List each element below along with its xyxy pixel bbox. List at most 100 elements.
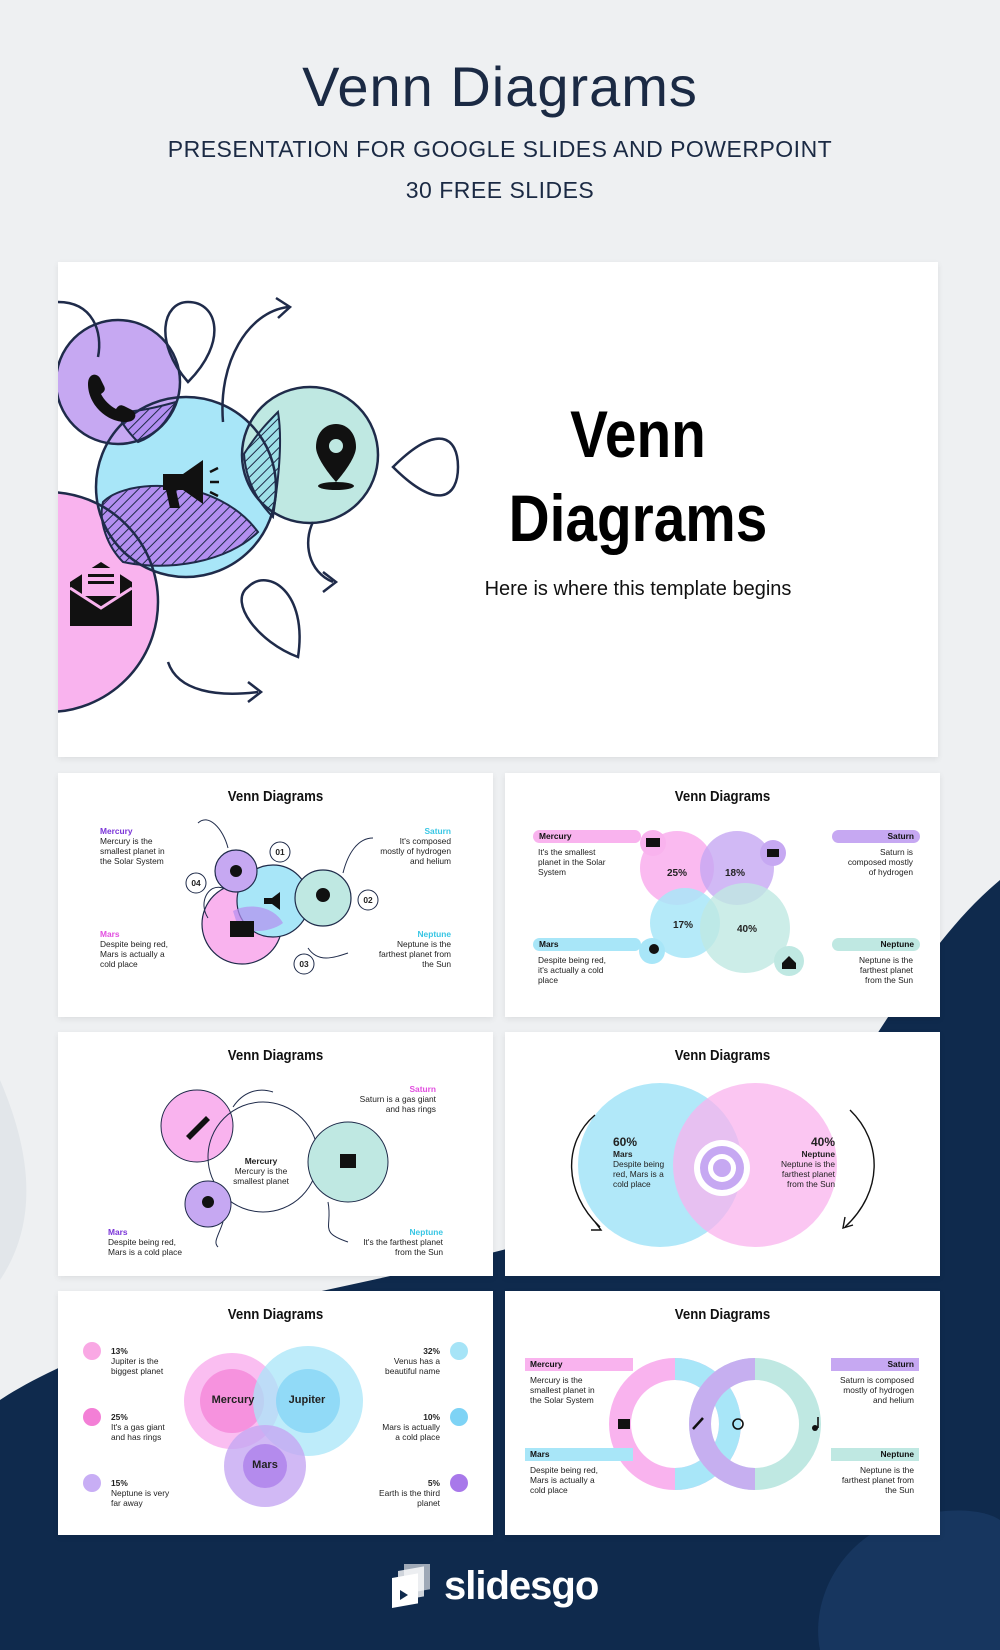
neptune-label: Neptune bbox=[831, 1448, 919, 1461]
cover-slide[interactable]: Venn Diagrams Here is where this templat… bbox=[58, 262, 938, 757]
text-line: the Sun bbox=[885, 1485, 914, 1495]
text-line: Saturn is composed bbox=[839, 1375, 914, 1385]
slide-title: Venn Diagrams bbox=[227, 788, 324, 805]
mars-text-line: cold place bbox=[100, 959, 138, 969]
number-label: 04 bbox=[191, 878, 201, 888]
saturn-block: Saturn Saturn is a gas giant and has rin… bbox=[318, 1084, 436, 1114]
stat-left-1: 13% Jupiter is the biggest planet bbox=[111, 1346, 191, 1376]
saturn-text-line: It's composed bbox=[399, 836, 451, 846]
circle-label-jupiter: Jupiter bbox=[288, 1394, 326, 1406]
saturn-label: Saturn bbox=[831, 1358, 919, 1371]
text-line: and helium bbox=[873, 1395, 914, 1405]
neptune-block: Neptune Neptune is the farthest planet f… bbox=[356, 929, 451, 969]
text-line: biggest planet bbox=[111, 1366, 164, 1376]
neptune-text-line: the Sun bbox=[422, 959, 451, 969]
text-line: Earth is the third bbox=[379, 1488, 440, 1498]
mercury-text: It's the smallest planet in the Solar Sy… bbox=[538, 847, 628, 877]
text-line: Neptune is the bbox=[780, 1159, 835, 1169]
stat-right-2: 10% Mars is actually a cold place bbox=[358, 1412, 440, 1442]
saturn-text: Saturn is composed mostly of hydrogen an… bbox=[810, 1375, 914, 1405]
number-label: 03 bbox=[299, 959, 309, 969]
text-line: Saturn is a gas giant bbox=[359, 1094, 436, 1104]
text-line: the Solar System bbox=[530, 1395, 594, 1405]
neptune-label: Neptune bbox=[417, 929, 452, 939]
location-pin-icon bbox=[316, 424, 356, 490]
page-title: Venn Diagrams bbox=[302, 55, 698, 118]
slide-title: Venn Diagrams bbox=[227, 1306, 324, 1323]
venn-illustration bbox=[639, 830, 804, 976]
text-line: Venus has a bbox=[393, 1356, 440, 1366]
text-line: cold place bbox=[530, 1485, 568, 1495]
text-line: Mars is actually a bbox=[530, 1475, 595, 1485]
cover-title-line1: Venn bbox=[570, 397, 706, 471]
cover-venn-illustration bbox=[58, 296, 460, 713]
atom-icon bbox=[732, 1418, 744, 1430]
number-label: 01 bbox=[275, 847, 285, 857]
text-line: mostly of hydrogen bbox=[843, 1385, 914, 1395]
saturn-text-line: and helium bbox=[410, 856, 451, 866]
text-line: Saturn is bbox=[879, 847, 913, 857]
pencil-icon bbox=[692, 1417, 704, 1430]
venn-illustration bbox=[185, 819, 379, 975]
saturn-label: Saturn bbox=[424, 826, 451, 836]
slide-thumbnail-1[interactable]: Venn Diagrams Mercury Mercury is the sma… bbox=[58, 773, 493, 1017]
mars-percent: 60% bbox=[613, 1135, 638, 1149]
saturn-label: Saturn bbox=[409, 1084, 436, 1094]
music-note-icon bbox=[812, 1417, 819, 1431]
text-line: beautiful name bbox=[385, 1366, 440, 1376]
slide-title: Venn Diagrams bbox=[674, 1047, 771, 1064]
slide-title: Venn Diagrams bbox=[674, 1306, 771, 1323]
text-line: of hydrogen bbox=[868, 867, 913, 877]
text-line: Despite being red, bbox=[538, 955, 606, 965]
text-line: Neptune is the bbox=[859, 1465, 914, 1475]
neptune-block: Neptune It's the farthest planet from th… bbox=[328, 1227, 443, 1257]
mars-block: Mars Despite being red, Mars is a cold p… bbox=[108, 1227, 208, 1257]
text-line: far away bbox=[111, 1498, 143, 1508]
stat-right-1: 32% Venus has a beautiful name bbox=[358, 1346, 440, 1376]
neptune-block: 40% Neptune Neptune is the farthest plan… bbox=[755, 1135, 835, 1189]
mercury-block: Mercury Mercury is the smallest planet bbox=[221, 1156, 301, 1186]
number-label: 02 bbox=[363, 895, 373, 905]
saturn-text-line: mostly of hydrogen bbox=[380, 846, 451, 856]
slide-thumbnail-3[interactable]: Venn Diagrams Saturn Saturn is a gas gia… bbox=[58, 1032, 493, 1276]
mars-label: Mars bbox=[100, 929, 120, 939]
cover-title-line2: Diagrams bbox=[508, 481, 768, 555]
mars-label: Mars bbox=[613, 1149, 633, 1159]
percent-label: 17% bbox=[673, 920, 694, 931]
slidesgo-logo[interactable]: slidesgo bbox=[392, 1562, 612, 1614]
text-line: Mercury is the bbox=[530, 1375, 583, 1385]
venn-illustration bbox=[160, 1089, 389, 1248]
megaphone-icon bbox=[163, 460, 219, 508]
venn-illustration bbox=[570, 1083, 875, 1247]
page-subtitle: PRESENTATION FOR GOOGLE SLIDES AND POWER… bbox=[167, 136, 833, 162]
mars-block: Mars Despite being red, Mars is actually… bbox=[100, 929, 185, 969]
neptune-text-line: farthest planet from bbox=[378, 949, 451, 959]
slide-thumbnail-6[interactable]: Venn Diagrams Mercury Mercury is the sma… bbox=[505, 1291, 940, 1535]
slide-thumbnail-2[interactable]: Venn Diagrams Mercury It's the smallest … bbox=[505, 773, 940, 1017]
mercury-text-line: smallest planet in bbox=[100, 846, 165, 856]
cover-subtitle: Here is where this template begins bbox=[484, 578, 792, 600]
text-line: composed mostly bbox=[847, 857, 913, 867]
mars-text-line: Mars is actually a bbox=[100, 949, 165, 959]
text-line: Despite being red, bbox=[108, 1237, 176, 1247]
stat-percent: 5% bbox=[427, 1478, 440, 1488]
text-line: It's the smallest bbox=[538, 847, 596, 857]
text-line: cold place bbox=[613, 1179, 651, 1189]
home-icon bbox=[782, 956, 796, 969]
mercury-label: Mercury bbox=[244, 1156, 278, 1166]
text-line: planet in the Solar bbox=[538, 857, 606, 867]
stat-percent: 10% bbox=[423, 1412, 440, 1422]
slide-thumbnail-4[interactable]: Venn Diagrams 60% Mars Despite being red… bbox=[505, 1032, 940, 1276]
text-line: It's a gas giant bbox=[111, 1422, 165, 1432]
text-line: Neptune is the bbox=[858, 955, 913, 965]
location-pin-icon bbox=[316, 888, 330, 902]
mars-block: 60% Mars Despite being red, Mars is a co… bbox=[613, 1135, 673, 1189]
text-line: It's the farthest planet bbox=[363, 1237, 443, 1247]
slide-thumbnail-5[interactable]: Venn Diagrams Mercury Jupiter Mars 13% J… bbox=[58, 1291, 493, 1535]
mercury-block: Mercury Mercury is the smallest planet i… bbox=[100, 826, 180, 866]
text-line: smallest planet in bbox=[530, 1385, 595, 1395]
text-line: planet bbox=[417, 1498, 440, 1508]
venn-illustration bbox=[83, 1342, 468, 1507]
circle-label-mars: Mars bbox=[252, 1459, 278, 1471]
film-icon bbox=[618, 1419, 630, 1429]
